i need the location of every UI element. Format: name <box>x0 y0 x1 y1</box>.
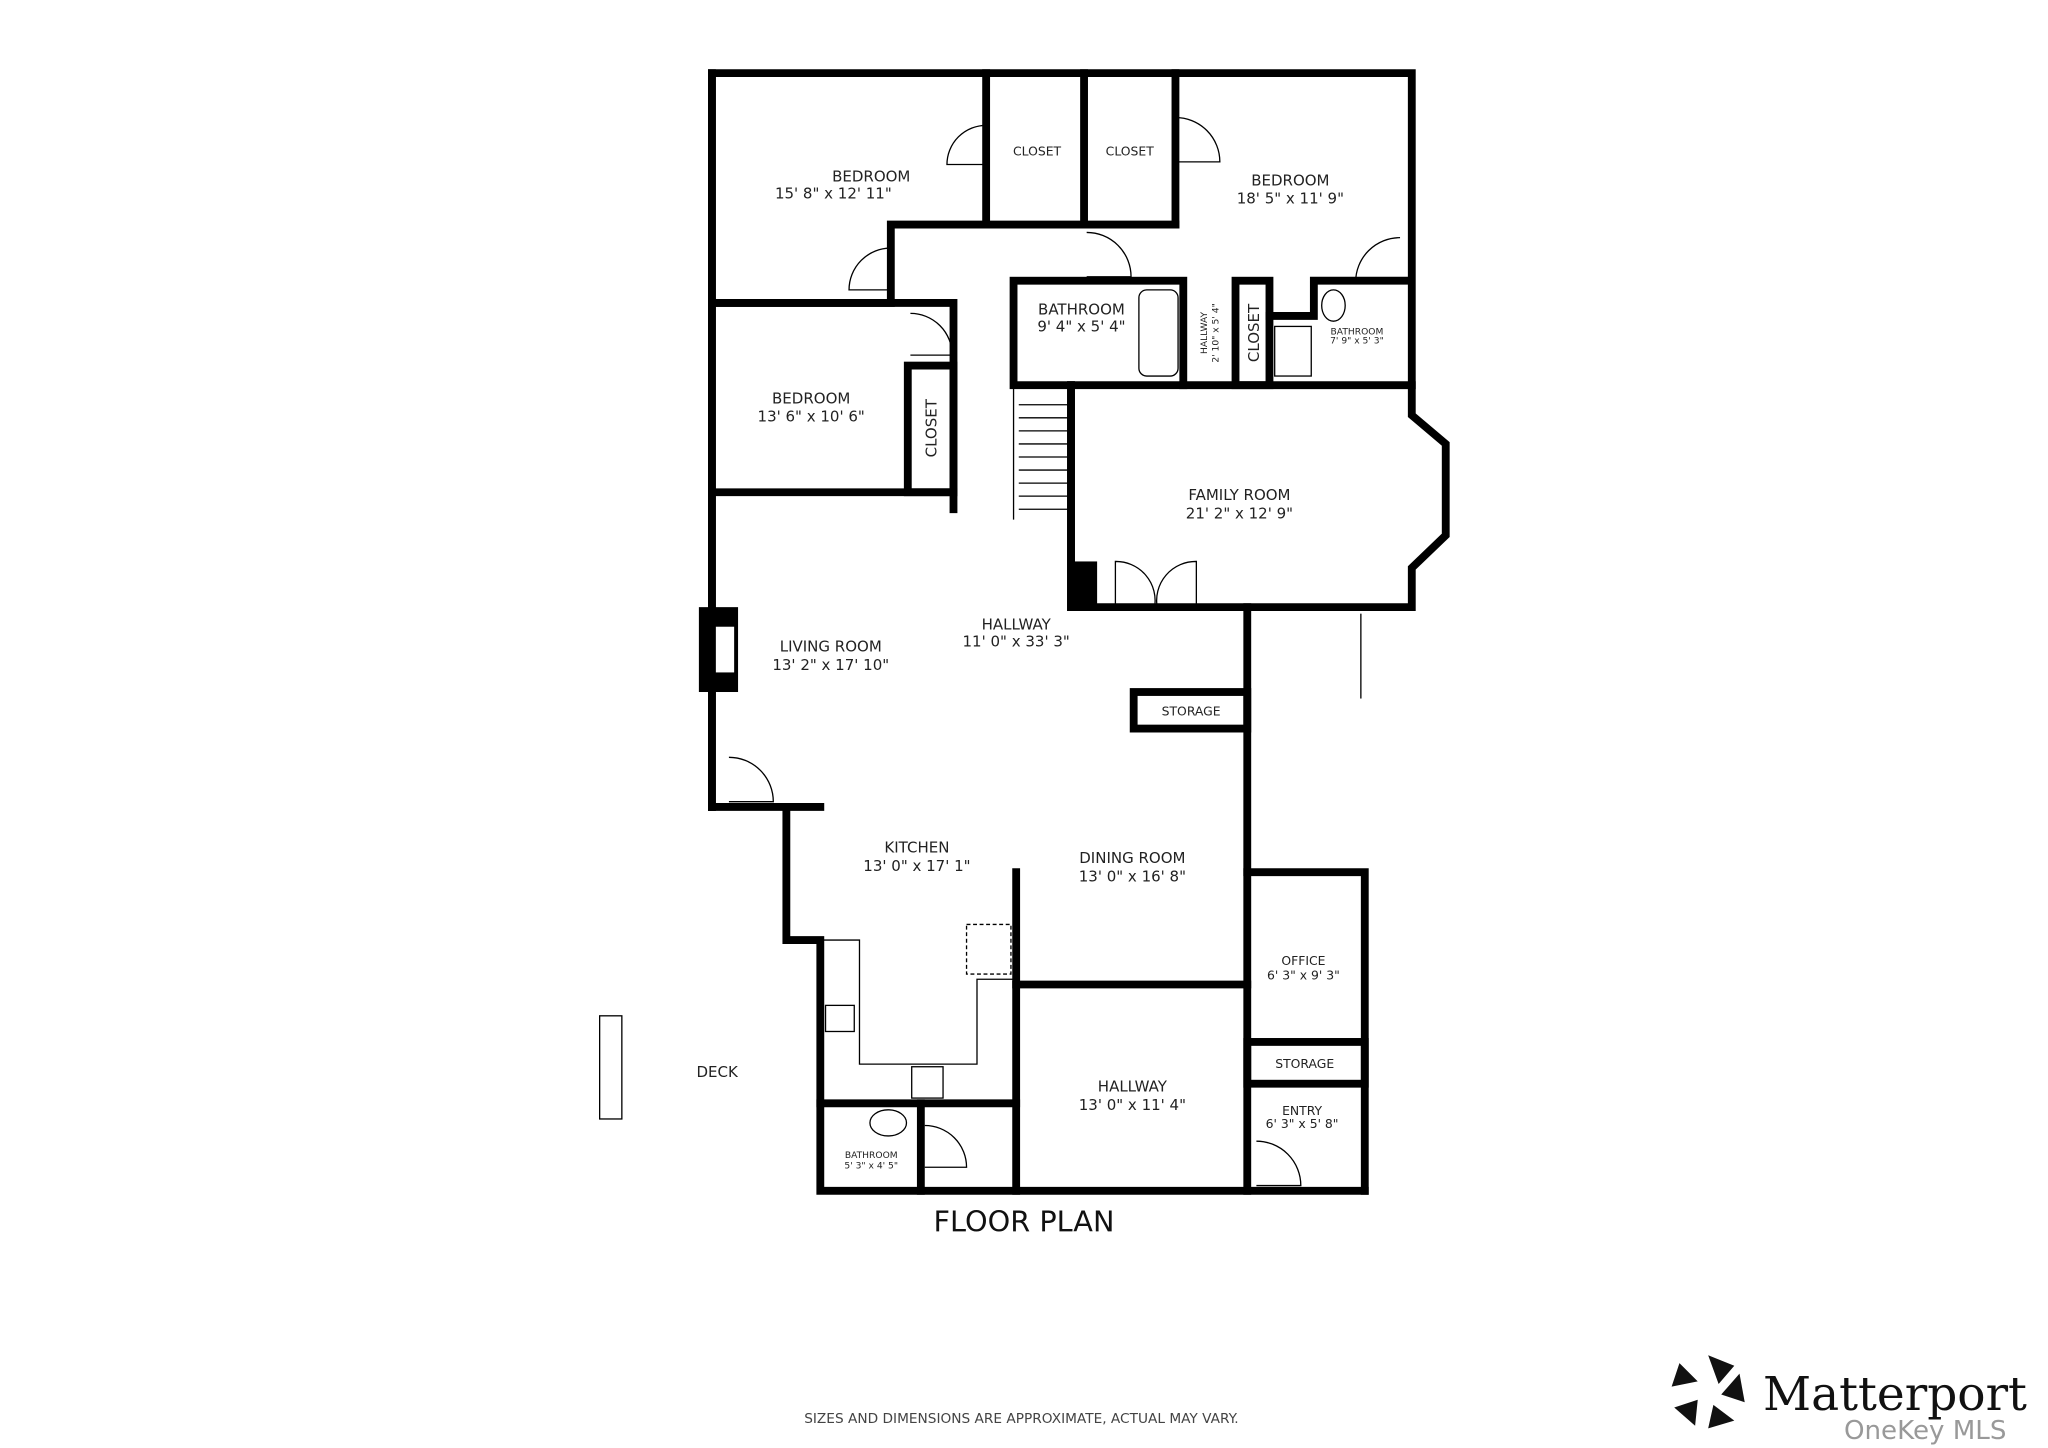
disclaimer: SIZES AND DIMENSIONS ARE APPROXIMATE, AC… <box>804 1411 1238 1427</box>
deck-railing <box>599 1015 623 1120</box>
stove-icon <box>911 1066 944 1099</box>
room-name: ENTRY <box>1282 1103 1322 1118</box>
room-name: HALLWAY <box>1200 311 1210 353</box>
storage-label: STORAGE <box>1162 704 1221 719</box>
toilet-icon <box>869 1109 908 1137</box>
room-name: BATHROOM <box>1038 301 1125 319</box>
closet-label: CLOSET <box>923 398 941 457</box>
matterport-logo-icon <box>1671 1355 1745 1429</box>
room-name: HALLWAY <box>1098 1078 1168 1096</box>
room-dims: 15' 8" x 12' 11" <box>775 184 892 202</box>
room-name: OFFICE <box>1281 953 1325 968</box>
double-door-icon <box>1114 560 1198 608</box>
stairs <box>1018 404 1069 510</box>
sink-icon <box>824 1004 855 1033</box>
closet-label: CLOSET <box>1106 143 1155 158</box>
room-dims: 11' 0" x 33' 3" <box>963 632 1070 650</box>
room-dims: 13' 0" x 17' 1" <box>863 857 970 875</box>
shower-icon <box>1274 325 1312 377</box>
bathtub-icon <box>1138 289 1179 377</box>
storage-label: STORAGE <box>1275 1056 1334 1071</box>
room-name: BEDROOM <box>772 389 850 407</box>
room-name: BEDROOM <box>832 167 910 185</box>
room-dims: 18' 5" x 11' 9" <box>1237 190 1344 208</box>
door-icon <box>910 312 953 356</box>
room-name: BATHROOM <box>845 1151 898 1161</box>
door-icon <box>946 124 987 166</box>
room-dims: 6' 3" x 9' 3" <box>1267 967 1340 982</box>
door-icon <box>1256 1140 1302 1187</box>
door-icon <box>1086 231 1132 278</box>
matterport-logo: Matterport <box>1671 1355 2027 1429</box>
room-dims: 9' 4" x 5' 4" <box>1037 318 1125 336</box>
room-name: FAMILY ROOM <box>1188 486 1290 504</box>
toilet-icon <box>1321 289 1346 322</box>
room-dims: 6' 3" x 5' 8" <box>1266 1116 1339 1131</box>
room-dims: 13' 0" x 11' 4" <box>1079 1096 1186 1114</box>
room-dims: 5' 3" x 4' 5" <box>844 1162 898 1172</box>
room-labels: BEDROOM 15' 8" x 12' 11" BEDROOM 18' 5" … <box>696 143 1383 1171</box>
door-icon <box>1175 116 1221 163</box>
deck-label: DECK <box>696 1063 739 1081</box>
room-name: BEDROOM <box>1251 171 1329 189</box>
room-dims: 13' 0" x 16' 8" <box>1079 867 1186 885</box>
door-icon <box>728 756 774 803</box>
room-name: DINING ROOM <box>1079 849 1185 867</box>
floor-plan-title: FLOOR PLAN <box>934 1204 1115 1238</box>
room-name: HALLWAY <box>982 615 1052 633</box>
room-name: LIVING ROOM <box>780 638 882 656</box>
room-name: BATHROOM <box>1331 327 1384 337</box>
watermark: OneKey MLS <box>1844 1416 2006 1446</box>
room-dims: 13' 6" x 10' 6" <box>758 408 865 426</box>
brand-name: Matterport <box>1763 1367 2027 1422</box>
door-icon <box>1354 236 1401 283</box>
room-dims: 13' 2" x 17' 10" <box>772 656 889 674</box>
room-dims: 21' 2" x 12' 9" <box>1186 504 1293 522</box>
room-dims: 7' 9" x 5' 3" <box>1330 336 1384 346</box>
room-dims: 2' 10" x 5' 4" <box>1212 303 1222 362</box>
walls <box>599 69 1450 1195</box>
door-icon <box>848 247 891 291</box>
closet-label: CLOSET <box>1245 303 1263 362</box>
door-icon <box>924 1124 968 1168</box>
closet-label: CLOSET <box>1013 143 1062 158</box>
room-name: KITCHEN <box>884 839 949 857</box>
